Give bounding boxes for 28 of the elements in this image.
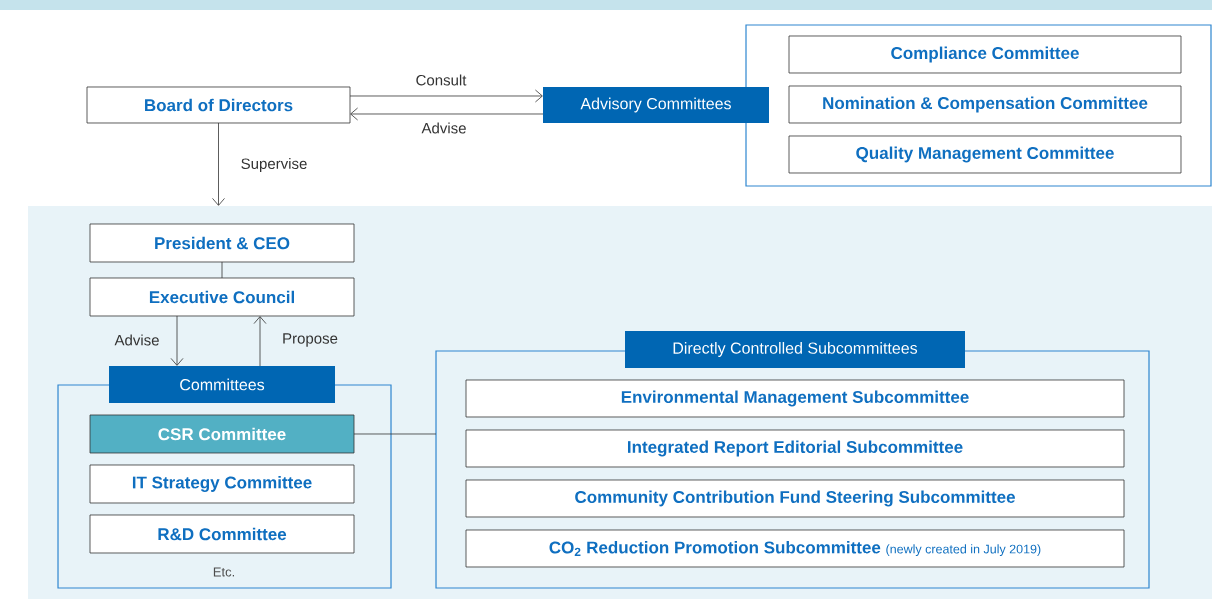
committee-box: Nomination & Compensation Committee — [788, 85, 1182, 124]
edge-label: Advise — [420, 121, 468, 135]
arrow — [253, 316, 267, 367]
arrow — [170, 315, 184, 366]
group-frame — [745, 24, 1212, 187]
edge-label: Consult — [414, 73, 468, 87]
committee-box: President & CEO — [89, 223, 355, 263]
arrow — [349, 89, 543, 103]
arrow — [350, 107, 544, 121]
committee-box: Executive Council — [89, 277, 355, 317]
committee-box: CO$_{2}$ Reduction Promotion Subcommittee (newly created in July 2019) — [465, 529, 1125, 568]
heading-box: Advisory Committees — [543, 87, 769, 123]
committee-box: Environmental Management Subcommittee — [465, 379, 1125, 418]
note: Etc. — [213, 567, 235, 577]
heading-box: Committees — [109, 366, 335, 403]
committee-box: R&D Committee — [89, 514, 355, 554]
committee-box: Quality Management Committee — [788, 135, 1182, 174]
arrow — [212, 122, 225, 206]
committee-box: CSR Committee — [89, 414, 355, 454]
committee-box: Board of Directors — [86, 86, 351, 124]
committee-box: Compliance Committee — [788, 35, 1182, 74]
heading-box: Directly Controlled Subcommittees — [625, 331, 965, 368]
committee-box: Community Contribution Fund Steering Subcommittee — [465, 479, 1125, 518]
committee-box: IT Strategy Committee — [89, 464, 355, 504]
committee-box: Integrated Report Editorial Subcommittee — [465, 429, 1125, 468]
edge-label: Advise — [113, 333, 161, 347]
edge-label: Propose — [281, 332, 339, 348]
edge-label: Supervise — [239, 157, 309, 173]
